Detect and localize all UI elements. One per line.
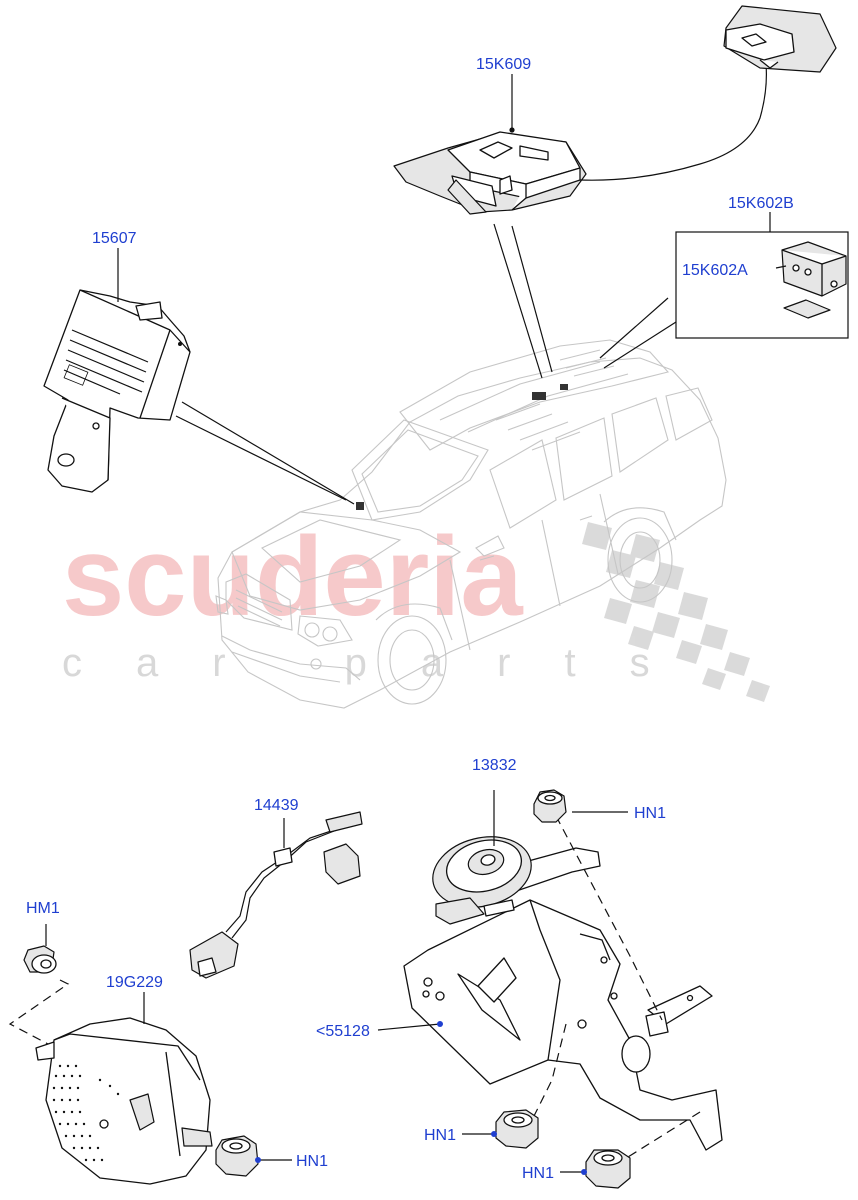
callout-hn1-top: HN1 xyxy=(634,805,666,822)
nut-hn1-left xyxy=(462,1109,539,1149)
callout-15k602b: 15K602B xyxy=(728,195,794,212)
watermark-tagline: car parts xyxy=(62,641,704,685)
callout-dots xyxy=(255,1021,587,1175)
watermark-brand: scuderia xyxy=(62,514,523,639)
nut-hn1-bottom xyxy=(560,1149,631,1189)
leader-lines xyxy=(117,74,787,505)
part-13832-horn-bracket xyxy=(377,790,723,1163)
speaker-grille-dots xyxy=(52,1064,120,1162)
callout-15k602a: 15K602A xyxy=(682,262,748,279)
callout-labels: 15K609 15607 15K602B 15K602A 13832 HN1 1… xyxy=(26,56,794,1182)
part-hm1-clip xyxy=(8,924,70,1045)
callout-hm1: HM1 xyxy=(26,900,60,917)
vehicle-outline xyxy=(215,339,727,709)
nut-hn1-top xyxy=(533,789,628,823)
nut-hn1-sensor xyxy=(215,1135,292,1177)
callout-55128: <55128 xyxy=(316,1023,370,1040)
part-19g229-sensor xyxy=(35,992,213,1185)
callout-15k609: 15K609 xyxy=(476,56,531,73)
callout-hn1-sensor: HN1 xyxy=(296,1153,328,1170)
watermark: scuderia car parts xyxy=(62,514,770,702)
callout-hn1-left: HN1 xyxy=(424,1127,456,1144)
part-14439-harness xyxy=(189,811,363,979)
callout-hn1-bottom: HN1 xyxy=(522,1165,554,1182)
callout-19g229: 19G229 xyxy=(106,974,163,991)
callout-14439: 14439 xyxy=(254,797,299,814)
callout-15607: 15607 xyxy=(92,230,137,247)
part-15k602b-group xyxy=(675,231,849,339)
callout-13832: 13832 xyxy=(472,757,517,774)
part-15k609-module xyxy=(393,5,837,215)
part-15607-module xyxy=(43,289,191,493)
checkered-flag-icon xyxy=(582,522,770,702)
